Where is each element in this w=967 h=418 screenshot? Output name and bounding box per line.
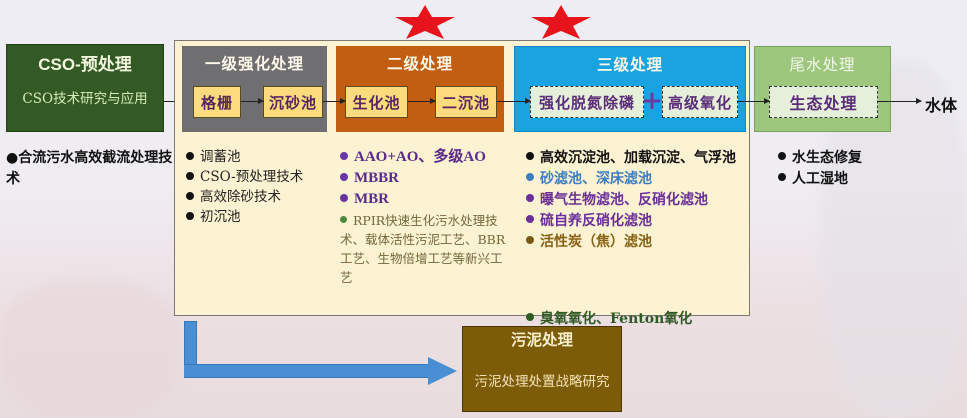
flow-arrow: [497, 98, 531, 104]
list-item: 水生态修复: [778, 148, 862, 169]
sludge-subtitle: 污泥处理处置战略研究: [474, 374, 610, 390]
cso-title: CSO-预处理: [38, 55, 132, 74]
list-item: 初沉池: [186, 207, 303, 227]
bullet-dot: [526, 313, 534, 321]
oxidation-bullets: 臭氧氧化、Fenton氧化: [526, 309, 692, 329]
sludge-treatment-box: 污泥处理 污泥处理处置战略研究: [462, 326, 622, 412]
list-item: 调蓄池: [186, 147, 303, 167]
bullet-dot: [340, 151, 348, 160]
bullet-dot: [526, 152, 534, 160]
tailwater-bullets: 水生态修复 人工湿地: [778, 148, 862, 190]
unit-bioreactor: 生化池: [345, 86, 408, 118]
unit-grille: 格栅: [193, 86, 241, 118]
list-item: 曝气生物滤池、反硝化滤池: [526, 190, 746, 211]
tertiary-bullets: 高效沉淀池、加载沉淀、气浮池 砂滤池、深床滤池 曝气生物滤池、反硝化滤池 硫自养…: [526, 148, 746, 253]
sludge-arrow-shaft: [184, 364, 430, 378]
stage-title: 三级处理: [596, 55, 663, 74]
list-item: 活性炭（焦）滤池: [526, 232, 746, 253]
star-icon-tertiary: [531, 5, 591, 39]
flow-arrow: [323, 98, 346, 104]
unit-secondary-clarifier: 二沉池: [435, 86, 497, 118]
list-item: MBR: [340, 189, 510, 210]
bullet-dot: [340, 216, 347, 223]
bullet-dot: [340, 193, 348, 202]
flow-arrow: [241, 98, 264, 104]
bullet-dot: [526, 173, 534, 181]
bullet-dot: [778, 152, 786, 160]
background-haze: [0, 280, 180, 418]
bullet-dot: [186, 171, 194, 180]
bullet-dot: [186, 211, 194, 220]
list-item: MBBR: [340, 168, 510, 189]
star-icon-secondary: [395, 5, 455, 39]
sludge-arrow-head-icon: [428, 357, 457, 385]
stage-title: 二级处理: [386, 54, 453, 73]
secondary-bullets: AAO+AO、多级AO MBBR MBR RPIR快速生化污水处理技术、载体活性…: [340, 147, 510, 287]
list-item: 高效沉淀池、加载沉淀、气浮池: [526, 148, 746, 169]
bullet-dot: [526, 215, 534, 223]
unit-nutrient-removal: 强化脱氮除磷: [530, 86, 644, 118]
flow-arrow: [408, 98, 436, 104]
bullet-dot: [186, 151, 194, 160]
list-item: 硫自养反硝化滤池: [526, 211, 746, 232]
bullet-dot: [526, 194, 534, 202]
stage-title: 尾水处理: [789, 56, 856, 74]
bullet-dot: [186, 191, 194, 200]
cso-bullet: 合流污水高效截流处理技术: [6, 150, 173, 187]
flow-arrow: [738, 98, 770, 104]
list-item: 人工湿地: [778, 169, 862, 190]
list-item: 高效除砂技术: [186, 187, 303, 207]
unit-advanced-oxidation: 高级氧化: [662, 86, 738, 118]
list-item: RPIR快速生化污水处理技术、载体活性污泥工艺、BBR工艺、生物倍增工艺等新兴工…: [340, 213, 506, 285]
list-item: AAO+AO、多级AO: [340, 147, 510, 168]
primary-bullets: 调蓄池 CSO-预处理技术 高效除砂技术 初沉池: [186, 147, 303, 227]
cso-bullets: ●合流污水高效截流处理技术: [6, 148, 174, 190]
bullet-dot: [778, 173, 786, 181]
plus-icon: +: [641, 86, 663, 116]
outlet-water-body: 水体: [925, 96, 958, 115]
unit-grit-chamber: 沉砂池: [263, 86, 323, 118]
unit-ecological-treatment: 生态处理: [769, 86, 878, 118]
cso-subtitle: CSO技术研究与应用: [22, 91, 148, 107]
list-item: 臭氧氧化、Fenton氧化: [526, 309, 692, 329]
list-item: CSO-预处理技术: [186, 167, 303, 187]
bullet-dot: ●: [6, 150, 19, 166]
stage-title: 一级强化处理: [204, 54, 304, 73]
cso-pretreatment-box: CSO-预处理 CSO技术研究与应用: [6, 44, 164, 132]
flow-arrow: [878, 98, 922, 104]
sludge-title: 污泥处理: [510, 330, 573, 349]
list-item: 砂滤池、深床滤池: [526, 169, 746, 190]
bullet-dot: [526, 236, 534, 244]
bullet-dot: [340, 172, 348, 181]
sludge-arrow-shaft: [184, 321, 197, 377]
